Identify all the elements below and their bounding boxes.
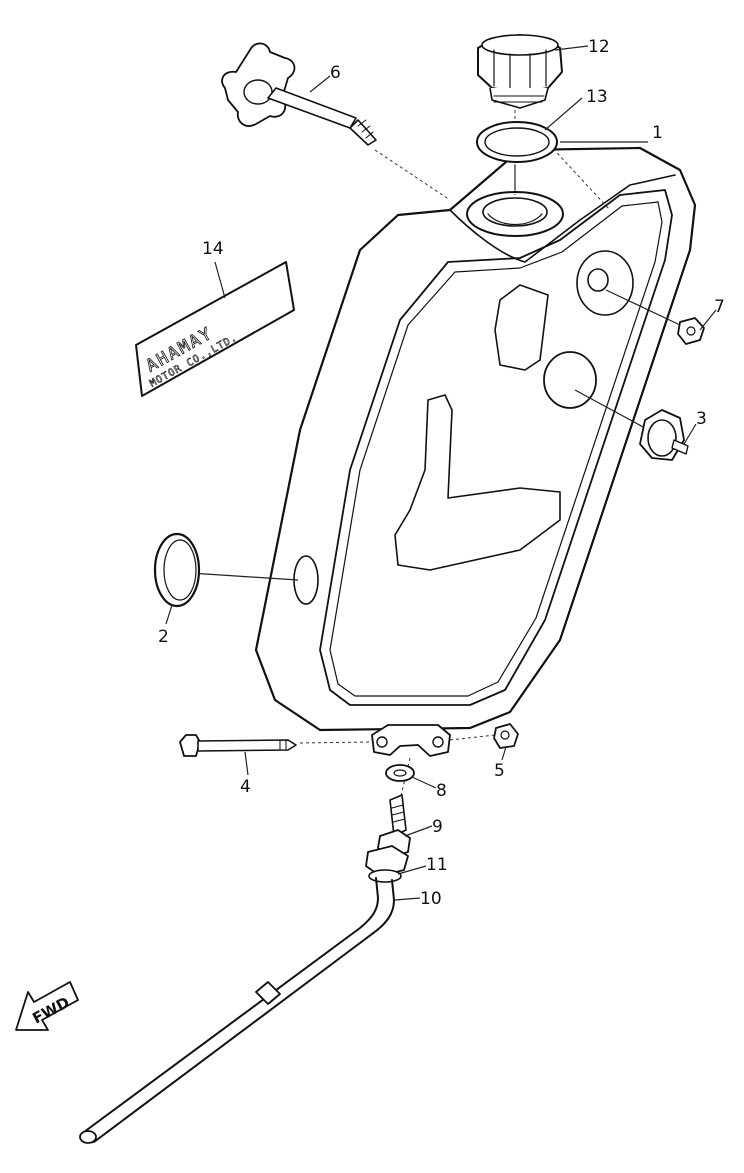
callout-9: 9 bbox=[432, 817, 443, 837]
filler-cap bbox=[477, 34, 563, 109]
rubber-damper bbox=[639, 409, 689, 461]
callout-5: 5 bbox=[494, 761, 505, 781]
mounting-bolt bbox=[179, 734, 297, 757]
fuel-tank bbox=[254, 146, 697, 757]
breather-hose bbox=[79, 877, 395, 1144]
cap-gasket bbox=[476, 121, 558, 163]
callout-2: 2 bbox=[158, 627, 169, 647]
forward-direction-arrow: FWD bbox=[15, 981, 79, 1031]
callout-7: 7 bbox=[714, 297, 725, 317]
callout-3: 3 bbox=[696, 409, 707, 429]
hex-nut-7 bbox=[677, 317, 705, 345]
hex-nut-5 bbox=[493, 723, 519, 749]
callout-13: 13 bbox=[586, 87, 608, 107]
callout-11: 11 bbox=[426, 855, 448, 875]
callout-leaders bbox=[165, 45, 717, 901]
callout-8: 8 bbox=[436, 781, 447, 801]
callout-6: 6 bbox=[330, 63, 341, 83]
callout-labels: 1 2 3 4 5 6 7 8 9 10 11 12 13 14 bbox=[158, 37, 725, 909]
assembly-guide-lines bbox=[189, 110, 681, 801]
callout-10: 10 bbox=[420, 889, 442, 909]
callout-14: 14 bbox=[202, 239, 224, 259]
callout-1: 1 bbox=[652, 123, 663, 143]
knob-bolt bbox=[221, 42, 377, 146]
callout-12: 12 bbox=[588, 37, 610, 57]
washer bbox=[385, 764, 415, 782]
side-grommet bbox=[153, 532, 201, 608]
hose-clamp bbox=[368, 869, 402, 883]
fuel-fitting bbox=[365, 794, 411, 877]
tank-decal: AHAMAY MOTOR CO.,LTD. bbox=[135, 261, 295, 397]
callout-4: 4 bbox=[240, 777, 251, 797]
